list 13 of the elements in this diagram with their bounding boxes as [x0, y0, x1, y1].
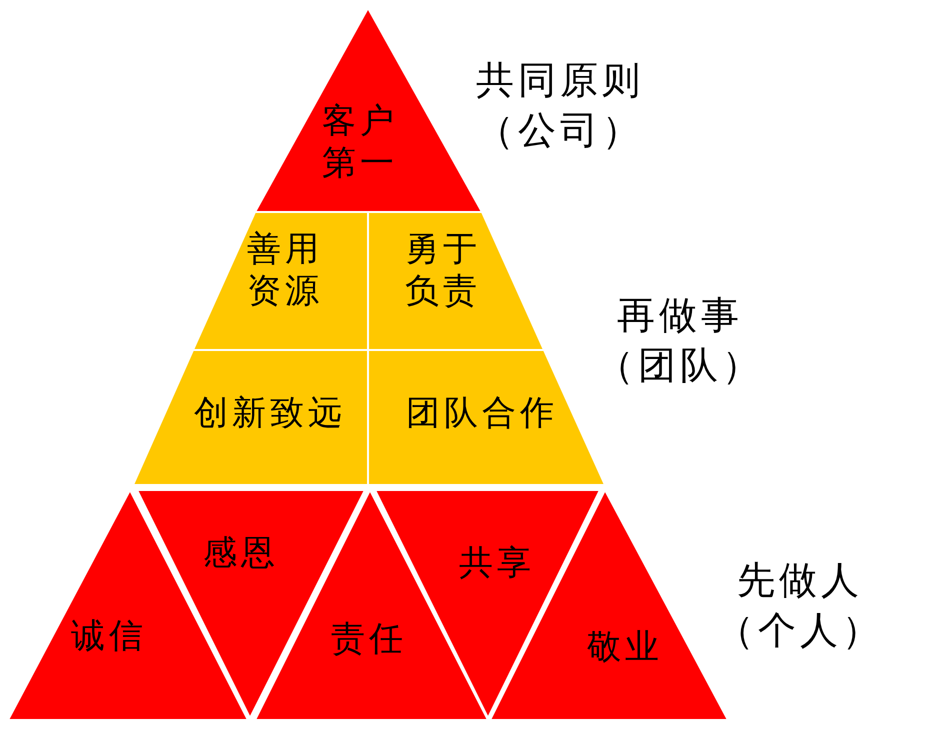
segment-label: 感恩	[202, 532, 280, 574]
segment-label: 诚信	[70, 615, 148, 657]
segment-label: 团队合作	[405, 392, 559, 434]
tier-caption: 再做事（团队）	[595, 292, 765, 389]
segment-label: 共享	[458, 542, 536, 584]
segment-label: 客户第一	[321, 100, 399, 184]
tier-caption: 先做人（个人）	[715, 557, 885, 654]
segment-label: 善用资源	[246, 228, 324, 312]
segment-label: 创新致远	[193, 392, 347, 434]
tier-caption: 共同原则（公司）	[475, 57, 645, 154]
segment-label: 敬业	[586, 626, 664, 668]
segment-label: 勇于负责	[404, 228, 482, 312]
segment-label: 责任	[330, 618, 408, 660]
